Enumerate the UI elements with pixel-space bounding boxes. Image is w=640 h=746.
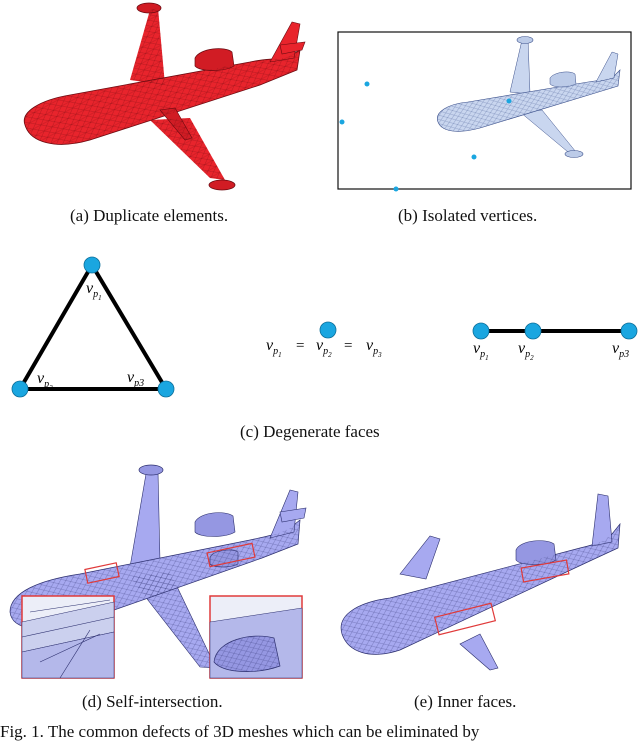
vertex-p1 [83, 256, 101, 274]
figure-caption: Fig. 1. The common defects of 3D meshes … [0, 722, 480, 741]
bounding-box [337, 31, 632, 190]
duplicate-elements-image [23, 2, 306, 191]
svg-text:vp2: vp2 [316, 337, 332, 359]
degenerate-faces-diagram: vp1 vp2 vp3 vp1 = vp2 = vp3 vp1 vp2 vp3 [11, 256, 638, 398]
red-airplane [23, 2, 306, 191]
valid-triangle: vp1 vp2 vp3 [11, 256, 175, 398]
label-v-p3: vp3 [127, 369, 144, 389]
point-degenerate-face: vp1 = vp2 = vp3 [266, 321, 382, 359]
caption-c: (c) Degenerate faces [240, 422, 380, 441]
isolated-vertex [393, 186, 399, 192]
vertex-p2 [11, 380, 29, 398]
blue-airplane-inner [340, 493, 621, 671]
inner-face-highlight [433, 602, 497, 636]
intersection-highlight [206, 542, 256, 568]
isolated-vertex [364, 81, 370, 87]
isolated-vertex [471, 154, 477, 160]
inner-faces-image [340, 493, 621, 671]
label-v-p2: vp2 [37, 370, 53, 392]
light-blue-airplane [437, 36, 621, 158]
caption-e: (e) Inner faces. [414, 692, 517, 711]
vertex-p3 [620, 322, 638, 340]
isolated-vertex [339, 119, 345, 125]
svg-text:vp3: vp3 [612, 340, 629, 360]
intersection-highlight [84, 562, 120, 584]
vertex-p2 [524, 322, 542, 340]
svg-text:=: = [296, 338, 304, 354]
line-degenerate-face: vp1 vp2 vp3 [472, 322, 638, 362]
inner-face-highlight [520, 559, 570, 583]
svg-text:vp1: vp1 [266, 337, 282, 359]
self-intersection-image [9, 464, 307, 679]
vertex-p1 [472, 322, 490, 340]
label-v-p1: vp1 [86, 280, 102, 302]
svg-text:=: = [344, 338, 352, 354]
isolated-vertices-image [337, 31, 632, 192]
isolated-vertex [506, 98, 512, 104]
zoom-inset-right [209, 595, 303, 679]
caption-b: (b) Isolated vertices. [398, 206, 538, 225]
merged-vertex [319, 321, 337, 339]
svg-text:vp2: vp2 [518, 340, 534, 362]
caption-d: (d) Self-intersection. [82, 692, 223, 711]
zoom-inset-left [21, 595, 115, 679]
caption-a: (a) Duplicate elements. [70, 206, 229, 225]
svg-text:vp3: vp3 [366, 337, 382, 359]
vertex-p3 [157, 380, 175, 398]
svg-text:vp1: vp1 [473, 340, 489, 362]
